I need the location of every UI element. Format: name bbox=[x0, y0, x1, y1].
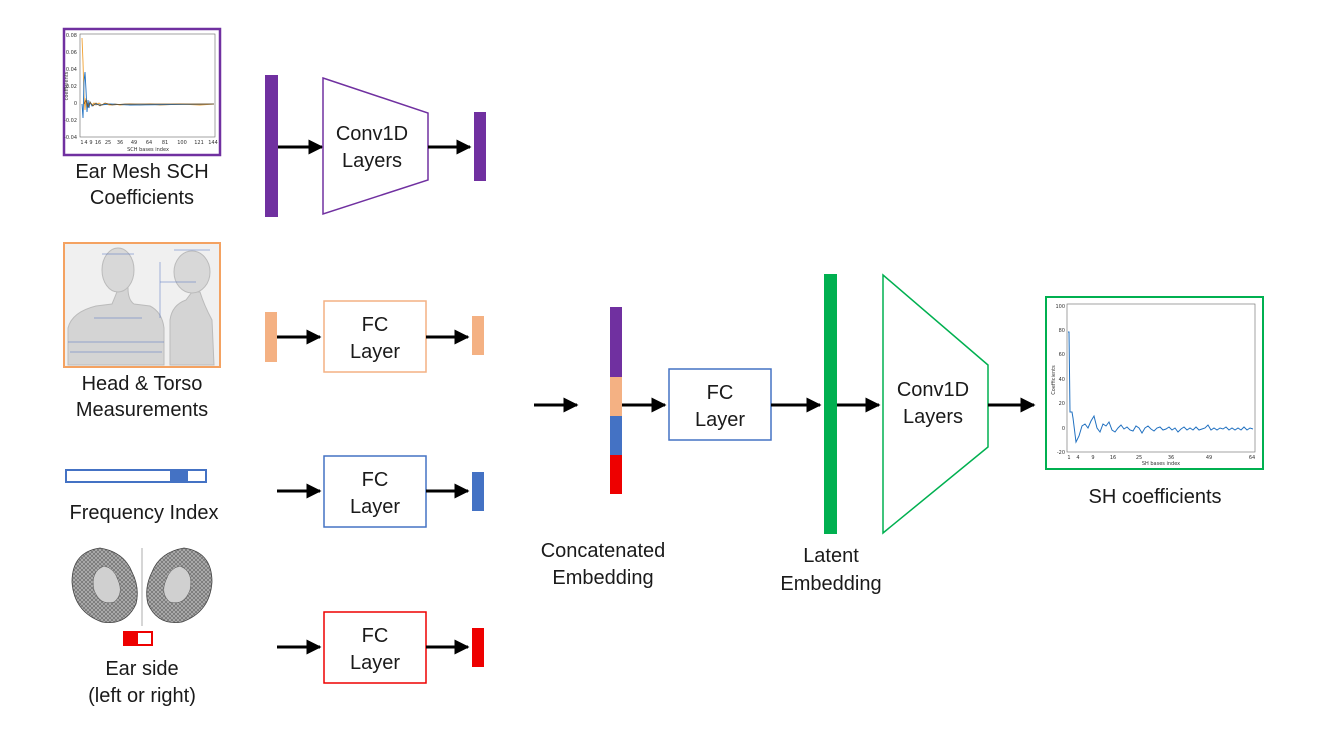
ear-plot-ytick: 0.08 bbox=[66, 33, 77, 39]
fc-block-blue: FC Layer bbox=[323, 455, 427, 528]
sh-plot-xticks: 1 4 9 16 25 36 49 64 bbox=[1067, 455, 1255, 461]
sh-plot-ytick: 60 bbox=[1059, 352, 1065, 358]
ear-plot-yticks: 0.08 0.06 0.04 0.02 0 -0.02 -0.04 bbox=[64, 33, 77, 141]
conv1d-output-line1: Conv1D bbox=[897, 379, 969, 401]
sh-plot-ytick: 40 bbox=[1059, 377, 1065, 383]
concatenated-embedding-vector bbox=[610, 307, 622, 494]
sh-plot-ytick: 20 bbox=[1059, 401, 1065, 407]
fc-block-red: FC Layer bbox=[323, 611, 427, 684]
ear-mesh-sch-plot: 0.08 0.06 0.04 0.02 0 -0.02 -0.04 coeffi… bbox=[62, 27, 222, 157]
sh-plot-xtick: 49 bbox=[1206, 455, 1212, 461]
fc-block-orange: FC Layer bbox=[323, 300, 427, 373]
conv1d-output-line2: Layers bbox=[903, 406, 963, 428]
ear-plot-xtick: 81 bbox=[162, 140, 168, 146]
sh-plot-series bbox=[1068, 331, 1254, 444]
ear-plot-xtick: 1 bbox=[80, 140, 83, 146]
ear-plot-ytick: 0.04 bbox=[66, 67, 77, 73]
ear-plot-xtick: 144 bbox=[208, 140, 218, 146]
sh-plot-yticks: 100 80 60 40 20 0 -20 bbox=[1055, 304, 1065, 456]
ear-mesh-label-line2: Coefficients bbox=[90, 187, 194, 209]
ear-plot-xtick: 100 bbox=[177, 140, 187, 146]
ear-plot-series-dark bbox=[83, 99, 214, 109]
measurement-lines bbox=[68, 249, 210, 353]
frequency-index-bar bbox=[65, 469, 207, 483]
ear-plot-ytick: 0.02 bbox=[66, 84, 77, 90]
frequency-index-label: Frequency Index bbox=[70, 502, 219, 524]
ear-plot-xtick: 25 bbox=[105, 140, 111, 146]
head-torso-input-vector bbox=[265, 312, 277, 362]
sh-plot-ytick: 0 bbox=[1062, 426, 1065, 432]
sh-coefficients-label: SH coefficients bbox=[1088, 486, 1221, 508]
sh-plot-ytick: 100 bbox=[1055, 304, 1065, 310]
sh-plot-xtick: 4 bbox=[1076, 455, 1079, 461]
ear-side-embedding-vector bbox=[472, 628, 484, 667]
ear-embedding-vector bbox=[474, 112, 486, 181]
conv1d-block-top: Conv1D Layers bbox=[322, 76, 429, 216]
latent-embedding-vector bbox=[824, 274, 837, 534]
sh-plot-xtick: 25 bbox=[1136, 455, 1142, 461]
ear-side-indicator bbox=[123, 631, 153, 646]
ear-plot-series-blue bbox=[81, 71, 215, 119]
sh-plot-ytick: 80 bbox=[1059, 328, 1065, 334]
ear-plot-xlabel: SCH bases index bbox=[127, 147, 169, 153]
concatenated-embedding-label-line2: Embedding bbox=[552, 567, 653, 589]
fc-blue-line1: FC bbox=[362, 469, 389, 491]
torso-front bbox=[67, 287, 165, 366]
head-front bbox=[101, 247, 135, 293]
ear-side-label-line2: (left or right) bbox=[88, 685, 196, 707]
sh-plot-xtick: 36 bbox=[1168, 455, 1174, 461]
fc-orange-line1: FC bbox=[362, 314, 389, 336]
ear-plot-xtick: 4 bbox=[84, 140, 87, 146]
fc-red-line2: Layer bbox=[350, 652, 400, 674]
ear-plot-ylabel: coefficients bbox=[64, 71, 70, 100]
fc-blue-line2: Layer bbox=[350, 496, 400, 518]
head-torso-embedding-vector bbox=[472, 316, 484, 355]
fc-orange-line2: Layer bbox=[350, 341, 400, 363]
ear-plot-xtick: 16 bbox=[95, 140, 101, 146]
sh-plot-xlabel: SH bases index bbox=[1142, 461, 1180, 467]
concatenated-embedding-label-line1: Concatenated bbox=[541, 540, 666, 562]
latent-embedding-label-line1: Latent bbox=[803, 545, 859, 567]
sh-plot-xtick: 16 bbox=[1110, 455, 1116, 461]
ear-plot-xtick: 121 bbox=[194, 140, 204, 146]
left-ear-inner bbox=[92, 565, 121, 603]
head-torso-image bbox=[63, 242, 221, 368]
ear-plot-xtick: 9 bbox=[89, 140, 92, 146]
conv1d-top-line2: Layers bbox=[342, 150, 402, 172]
sh-plot-xtick: 1 bbox=[1067, 455, 1070, 461]
sh-plot-xtick: 9 bbox=[1091, 455, 1094, 461]
conv1d-block-output: Conv1D Layers bbox=[882, 273, 989, 535]
ear-plot-ytick: 0.06 bbox=[66, 50, 77, 56]
head-side bbox=[173, 250, 211, 294]
ear-plot-ytick: 0 bbox=[74, 101, 77, 107]
ear-input-vector bbox=[265, 75, 278, 217]
right-ear-inner bbox=[163, 565, 192, 603]
head-torso-label-line2: Measurements bbox=[76, 399, 208, 421]
fc-center-line2: Layer bbox=[695, 409, 745, 431]
fc-center-line1: FC bbox=[707, 382, 734, 404]
frequency-embedding-vector bbox=[472, 472, 484, 511]
ear-plot-ytick: -0.02 bbox=[64, 118, 77, 124]
fc-block-center: FC Layer bbox=[668, 368, 772, 441]
sh-plot-ylabel: Coefficients bbox=[1051, 365, 1057, 395]
ear-plot-ytick: -0.04 bbox=[64, 135, 77, 141]
latent-embedding-label-line2: Embedding bbox=[780, 573, 881, 595]
ear-plot-xtick: 49 bbox=[131, 140, 137, 146]
ear-plot-xtick: 36 bbox=[117, 140, 123, 146]
ear-side-label-line1: Ear side bbox=[105, 658, 178, 680]
sh-plot-ytick: -20 bbox=[1057, 450, 1065, 456]
sh-plot-xtick: 64 bbox=[1249, 455, 1255, 461]
head-torso-label-line1: Head & Torso bbox=[82, 373, 203, 395]
ear-plot-xticks: 1 4 9 16 25 36 49 64 81 100 121 144 bbox=[80, 140, 217, 146]
ear-meshes-image bbox=[71, 547, 213, 626]
ear-plot-xtick: 64 bbox=[146, 140, 152, 146]
fc-red-line1: FC bbox=[362, 625, 389, 647]
ear-mesh-label-line1: Ear Mesh SCH bbox=[75, 161, 208, 183]
sh-coefficients-plot: 100 80 60 40 20 0 -20 Coefficients 1 4 9… bbox=[1045, 296, 1264, 470]
conv1d-top-line1: Conv1D bbox=[336, 123, 408, 145]
